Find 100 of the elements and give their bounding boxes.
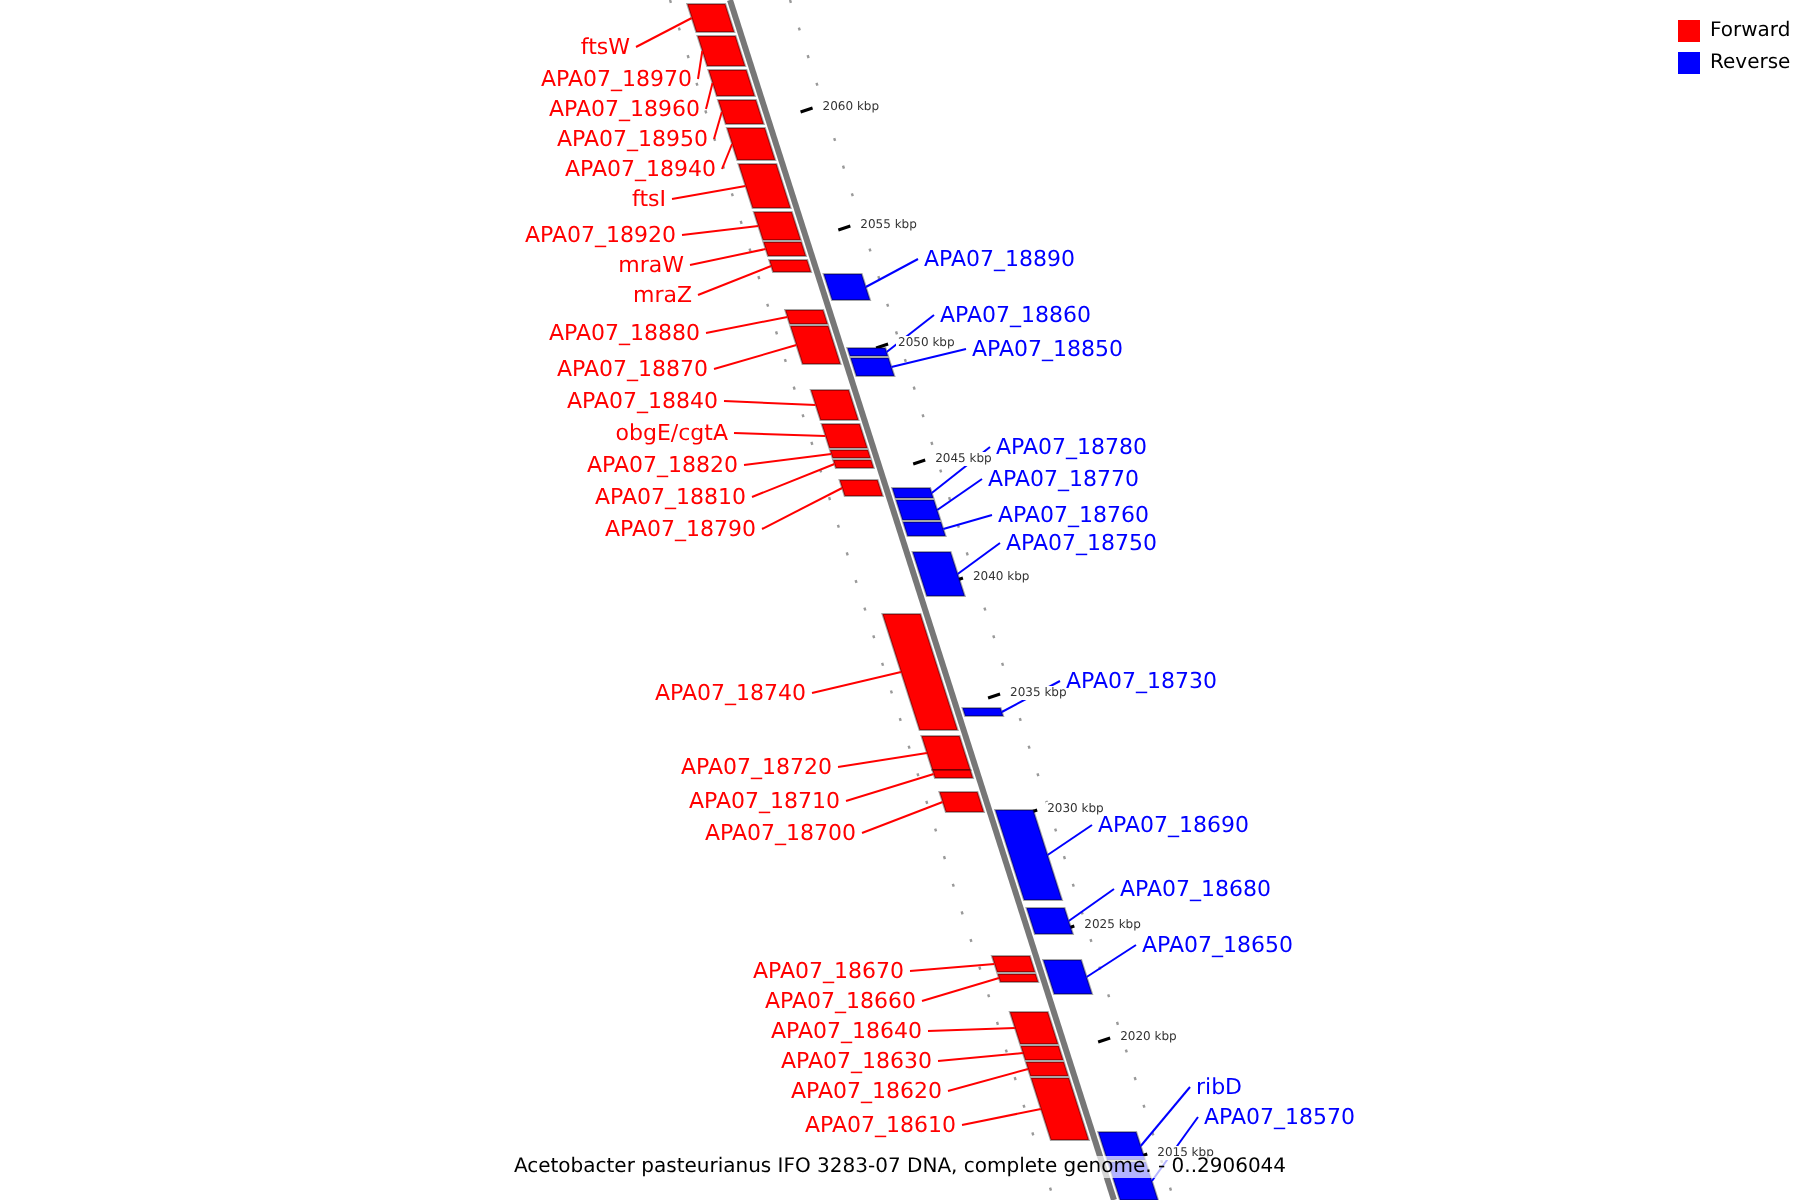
gene-block — [920, 735, 972, 771]
legend-label: Reverse — [1710, 50, 1791, 76]
leader-line — [864, 258, 919, 288]
leader-line — [697, 50, 704, 80]
gene-block — [911, 551, 967, 597]
leader-line — [837, 752, 928, 768]
gene-block — [716, 99, 766, 125]
gene-label: obgE/cgtA — [615, 420, 728, 446]
gene-block — [838, 479, 885, 497]
gene-label: ribD — [1196, 1074, 1243, 1100]
leader-line — [885, 314, 935, 353]
leader-line — [713, 344, 798, 370]
gene-block — [737, 163, 792, 209]
leader-line — [705, 316, 789, 334]
gene-label: APA07_18860 — [940, 302, 1091, 328]
gene-label: APA07_18790 — [605, 516, 756, 542]
leader-line — [681, 225, 760, 236]
gene-label: APA07_18740 — [655, 680, 806, 706]
leader-line — [713, 111, 723, 140]
gene-block — [990, 955, 1037, 973]
leader-line — [733, 432, 827, 437]
gene-label: APA07_18700 — [705, 820, 856, 846]
gene-block — [993, 809, 1064, 901]
gene-block — [1025, 907, 1075, 935]
gene-block — [961, 707, 1005, 717]
leader-line — [956, 542, 1001, 575]
gene-label: APA07_18820 — [587, 452, 738, 478]
gene-label: APA07_18730 — [1066, 668, 1217, 694]
gene-block — [685, 3, 736, 33]
gene-label: APA07_18720 — [681, 754, 832, 780]
leader-line — [890, 348, 967, 368]
leader-line — [921, 977, 1000, 1002]
leader-line — [751, 463, 836, 498]
gene-block — [696, 35, 747, 67]
leader-line — [723, 400, 817, 406]
gene-label: APA07_18950 — [557, 126, 708, 152]
gene-label: APA07_18960 — [549, 96, 700, 122]
gene-label: ftsW — [580, 34, 630, 60]
gene-block — [767, 259, 813, 273]
gene-label: APA07_18890 — [924, 246, 1075, 272]
gene-label: APA07_18760 — [998, 502, 1149, 528]
gene-block — [831, 459, 876, 469]
leader-line — [961, 1108, 1042, 1126]
leader-line — [845, 773, 935, 802]
gene-label: APA07_18940 — [565, 156, 716, 182]
gene-block — [881, 613, 959, 731]
leader-line — [689, 248, 767, 266]
gene-label: mraZ — [632, 282, 692, 308]
leader-line — [1046, 824, 1093, 856]
gene-label: APA07_18750 — [1006, 530, 1157, 556]
legend-label: Forward — [1710, 18, 1791, 44]
leader-line — [909, 963, 996, 972]
leader-line — [761, 487, 844, 530]
gene-block — [707, 69, 757, 97]
gene-label: APA07_18620 — [791, 1078, 942, 1104]
leader-line — [937, 1052, 1024, 1062]
gene-label: APA07_18970 — [541, 66, 692, 92]
gene-label: APA07_18650 — [1142, 932, 1293, 958]
gene-label: APA07_18670 — [753, 958, 904, 984]
gene-block — [996, 973, 1040, 983]
gene-block — [822, 273, 872, 301]
leader-line — [861, 801, 944, 834]
gene-label: APA07_18870 — [557, 356, 708, 382]
leader-line — [927, 1027, 1016, 1032]
gene-block — [938, 791, 986, 813]
gene-label: APA07_18810 — [595, 484, 746, 510]
gene-label: APA07_18660 — [765, 988, 916, 1014]
leader-line — [635, 17, 693, 48]
leader-line — [947, 1068, 1030, 1092]
gene-label: APA07_18690 — [1098, 812, 1249, 838]
leader-line — [1085, 944, 1137, 978]
gene-label: APA07_18640 — [771, 1018, 922, 1044]
gene-label: APA07_18780 — [996, 434, 1147, 460]
gene-block — [809, 389, 860, 421]
gene-block — [1041, 959, 1094, 995]
gene-label: APA07_18710 — [689, 788, 840, 814]
leader-line — [1067, 888, 1115, 922]
gene-label: ftsI — [632, 186, 666, 212]
leader-line — [811, 671, 903, 694]
leader-line — [1139, 1086, 1191, 1147]
leader-line — [743, 453, 833, 466]
gene-label: APA07_18920 — [525, 222, 676, 248]
gene-label: APA07_18770 — [988, 466, 1139, 492]
leader-line — [697, 265, 773, 296]
gene-block — [890, 487, 935, 499]
leader-line — [705, 82, 714, 110]
gene-block — [725, 127, 777, 161]
leader-line — [936, 478, 983, 511]
gene-label: APA07_18680 — [1120, 876, 1271, 902]
gene-label: APA07_18850 — [972, 336, 1123, 362]
gene-label: APA07_18610 — [805, 1112, 956, 1138]
gene-label: mraW — [618, 252, 684, 278]
leader-line — [721, 143, 734, 170]
gene-block — [894, 499, 942, 521]
gene-label: APA07_18840 — [567, 388, 718, 414]
gene-label: APA07_18880 — [549, 320, 700, 346]
gene-label: APA07_18570 — [1204, 1104, 1355, 1130]
caption: Acetobacter pasteurianus IFO 3283-07 DNA, complete genome. - 0..2906044 — [513, 1156, 1287, 1178]
gene-block — [901, 521, 947, 537]
leader-line — [671, 185, 747, 200]
